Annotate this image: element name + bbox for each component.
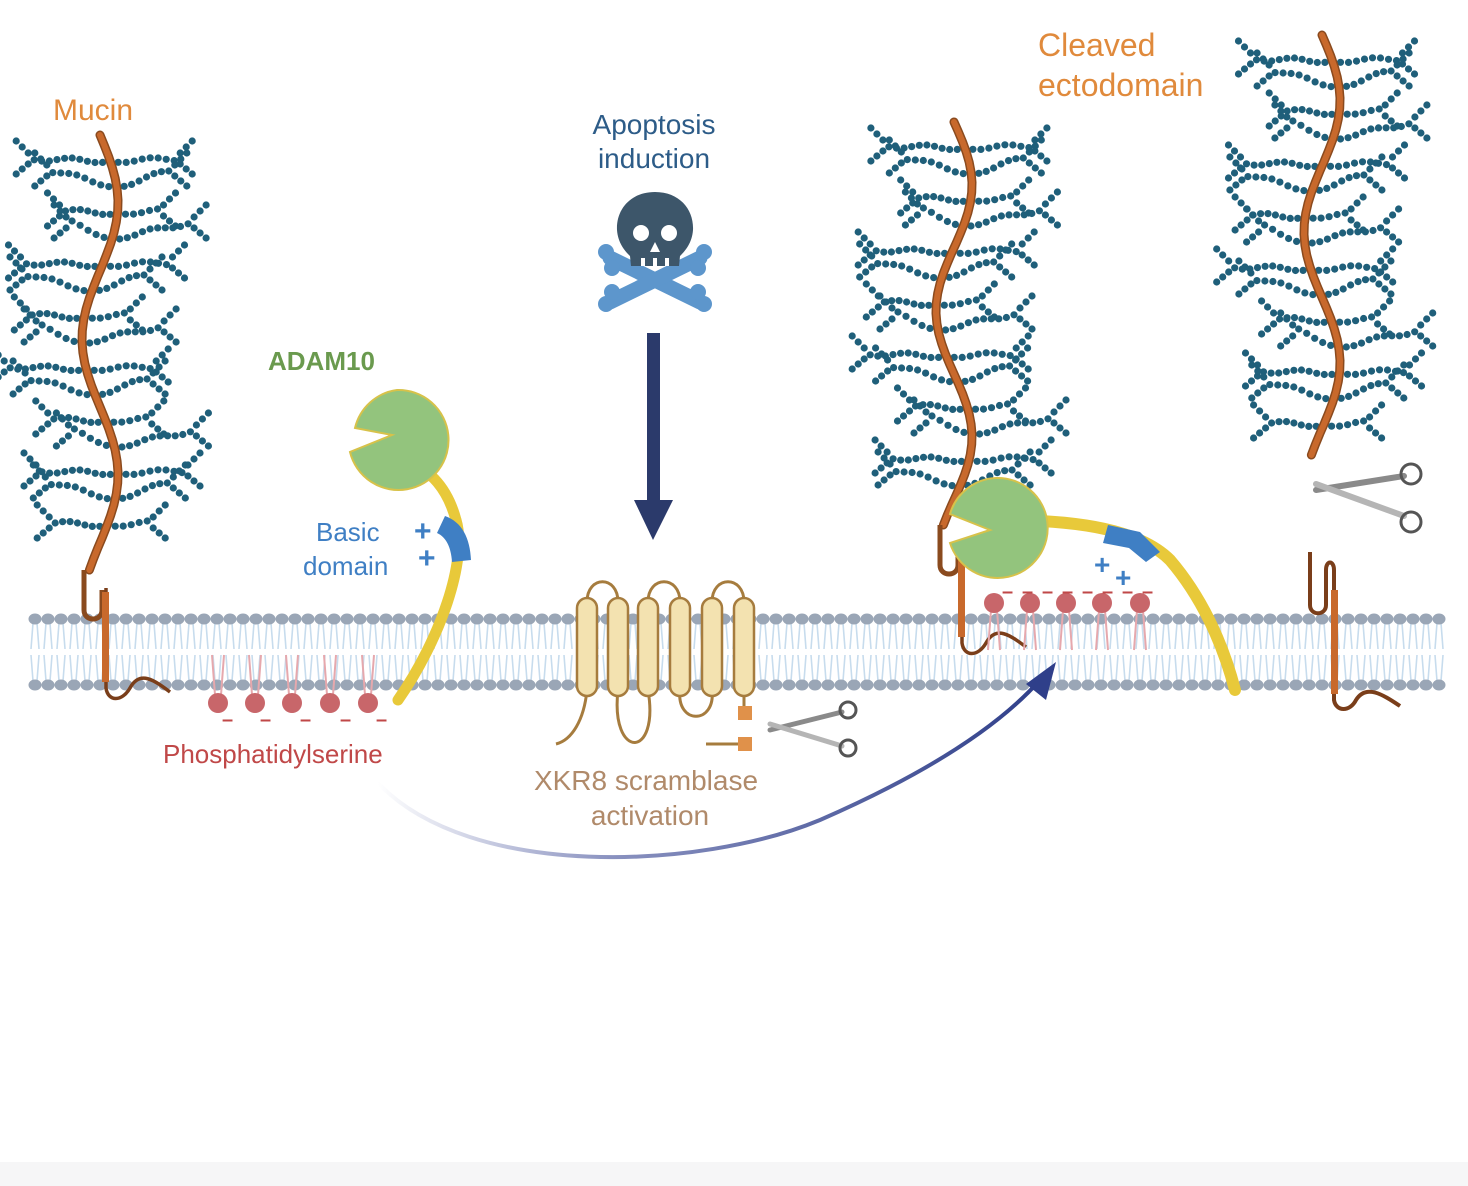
svg-text:–: –	[260, 709, 271, 731]
svg-text:–: –	[1142, 581, 1153, 603]
scissors-icon	[767, 700, 858, 758]
negative-charges-right: – – – – – – – –	[1002, 581, 1153, 603]
phosphatidylserine-cluster-inner	[208, 654, 378, 713]
positive-charges-right: + +	[1094, 549, 1131, 593]
cleaved-ectodomain-label-line2: ectodomain	[1038, 67, 1203, 103]
adam10-protein-active	[948, 476, 1241, 696]
positive-charges-left: + +	[414, 515, 436, 575]
svg-text:–: –	[300, 709, 311, 731]
basic-domain-active	[1103, 525, 1160, 562]
svg-text:–: –	[340, 709, 351, 731]
svg-text:+: +	[418, 542, 436, 575]
svg-text:+: +	[1115, 562, 1131, 593]
svg-text:–: –	[1122, 581, 1133, 603]
svg-text:–: –	[1062, 581, 1073, 603]
xkr8-scramblase	[555, 580, 756, 751]
apoptosis-label-line2: induction	[598, 143, 710, 174]
adam10-catalytic-domain	[348, 388, 450, 491]
mucin-left	[0, 130, 212, 701]
svg-text:+: +	[414, 515, 432, 548]
adam10-label: ADAM10	[268, 346, 375, 376]
apoptosis-label-line1: Apoptosis	[593, 109, 716, 140]
adam10-catalytic-domain-active	[948, 476, 1049, 579]
adam10-protein-inactive	[348, 388, 471, 706]
mucin-label: Mucin	[53, 94, 133, 127]
mucins	[0, 30, 1437, 711]
svg-text:–: –	[1102, 581, 1113, 603]
basic-domain-label-line2: domain	[303, 551, 388, 581]
skull-crossbones-icon	[598, 192, 712, 312]
ps-translocation-arrow	[376, 662, 1056, 860]
xkr8-label-line2: activation	[591, 800, 709, 831]
svg-text:–: –	[376, 709, 387, 731]
adam10-stalk-active	[994, 514, 1241, 696]
phosphatidylserine-label: Phosphatidylserine	[163, 739, 383, 769]
apoptosis-arrow	[634, 333, 673, 540]
svg-text:–: –	[1022, 581, 1033, 603]
mucin-stub	[1308, 552, 1402, 711]
svg-text:–: –	[1002, 581, 1013, 603]
cleaved-ectodomain-label-line1: Cleaved	[1038, 27, 1155, 63]
svg-text:–: –	[1082, 581, 1093, 603]
basic-domain-label-line1: Basic	[316, 517, 380, 547]
negative-charges-left: – – – – –	[222, 709, 387, 731]
svg-text:–: –	[222, 709, 233, 731]
svg-text:+: +	[1094, 549, 1110, 580]
scissors-icon	[1313, 462, 1423, 534]
page-footer-strip	[0, 1162, 1468, 1186]
phosphatidylserine-cluster-outer	[984, 593, 1150, 651]
cleaved-mucin-ectodomain	[1213, 30, 1437, 460]
basic-domain	[437, 516, 471, 562]
mucin-center-right	[848, 117, 1070, 656]
xkr8-label-line1: XKR8 scramblase	[534, 765, 758, 796]
svg-text:–: –	[1042, 581, 1053, 603]
